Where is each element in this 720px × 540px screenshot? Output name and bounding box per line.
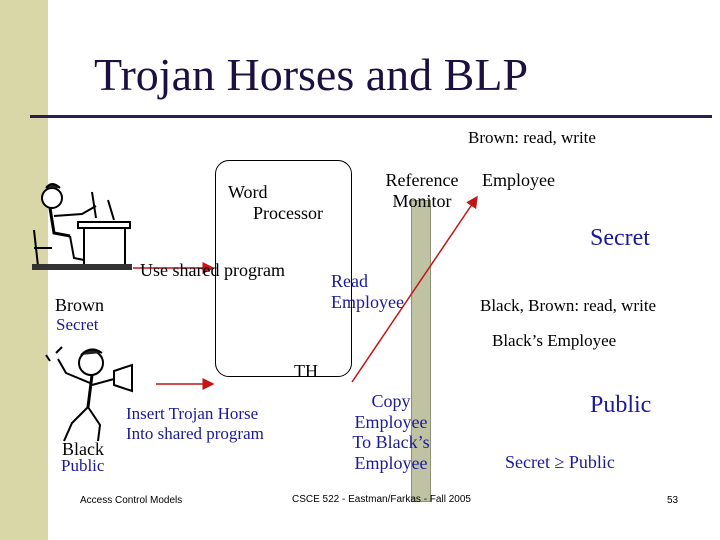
insert-trojan-line-2: Into shared program [126,423,264,443]
black-name: Black [62,439,104,459]
trojan-horse-label: TH [294,361,318,381]
word-processor-line-2: Processor [253,202,323,223]
secret-level-label: Secret [590,225,650,251]
word-processor-line-1: Word [228,182,268,202]
copy-employee-label: Copy Employee To Black’s Employee [338,391,444,474]
public-level-label: Public [590,392,652,418]
brown-person-at-desk-icon [32,183,132,270]
employee-file-label: Employee [482,170,555,190]
brown-rights-label: Brown: read, write [468,128,596,147]
slide-title: Trojan Horses and BLP [94,49,529,100]
word-processor-box [215,160,352,377]
read-employee-line-2: Employee [331,291,404,312]
footer-left: Access Control Models [80,495,183,506]
copy-employee-line-1: Copy [371,391,411,411]
insert-trojan-label: Insert Trojan Horse Into shared program [126,404,264,443]
blacks-employee-label: Black’s Employee [492,331,617,350]
reference-monitor-bar [411,200,431,502]
black-brown-rights-label: Black, Brown: read, write [480,296,657,315]
read-employee-label: Read Employee [331,271,404,312]
reference-monitor-line-1: Reference [385,170,459,190]
reference-monitor-label: Reference Monitor [372,170,472,211]
read-employee-line-1: Read [331,271,368,291]
insert-trojan-line-1: Insert Trojan Horse [126,404,259,423]
title-underline [30,115,712,118]
page-number: 53 [667,495,679,506]
read-employee-arrow [351,195,478,383]
brown-name: Brown [55,295,104,315]
copy-employee-line-2: Employee [354,411,428,432]
copy-employee-line-4: Employee [354,453,428,474]
reference-monitor-line-2: Monitor [392,190,452,211]
brown-level: Secret [56,315,99,334]
use-shared-program-label: Use shared program [140,260,285,280]
black-person-with-megaphone-icon [45,346,133,442]
copy-employee-line-3: To Black’s [352,432,430,453]
dominance-label: Secret ≥ Public [505,452,615,472]
footer-center: CSCE 522 - Eastman/Farkas - Fall 2005 [292,494,471,505]
black-level: Public [61,456,105,475]
word-processor-label: Word Processor [228,182,323,223]
